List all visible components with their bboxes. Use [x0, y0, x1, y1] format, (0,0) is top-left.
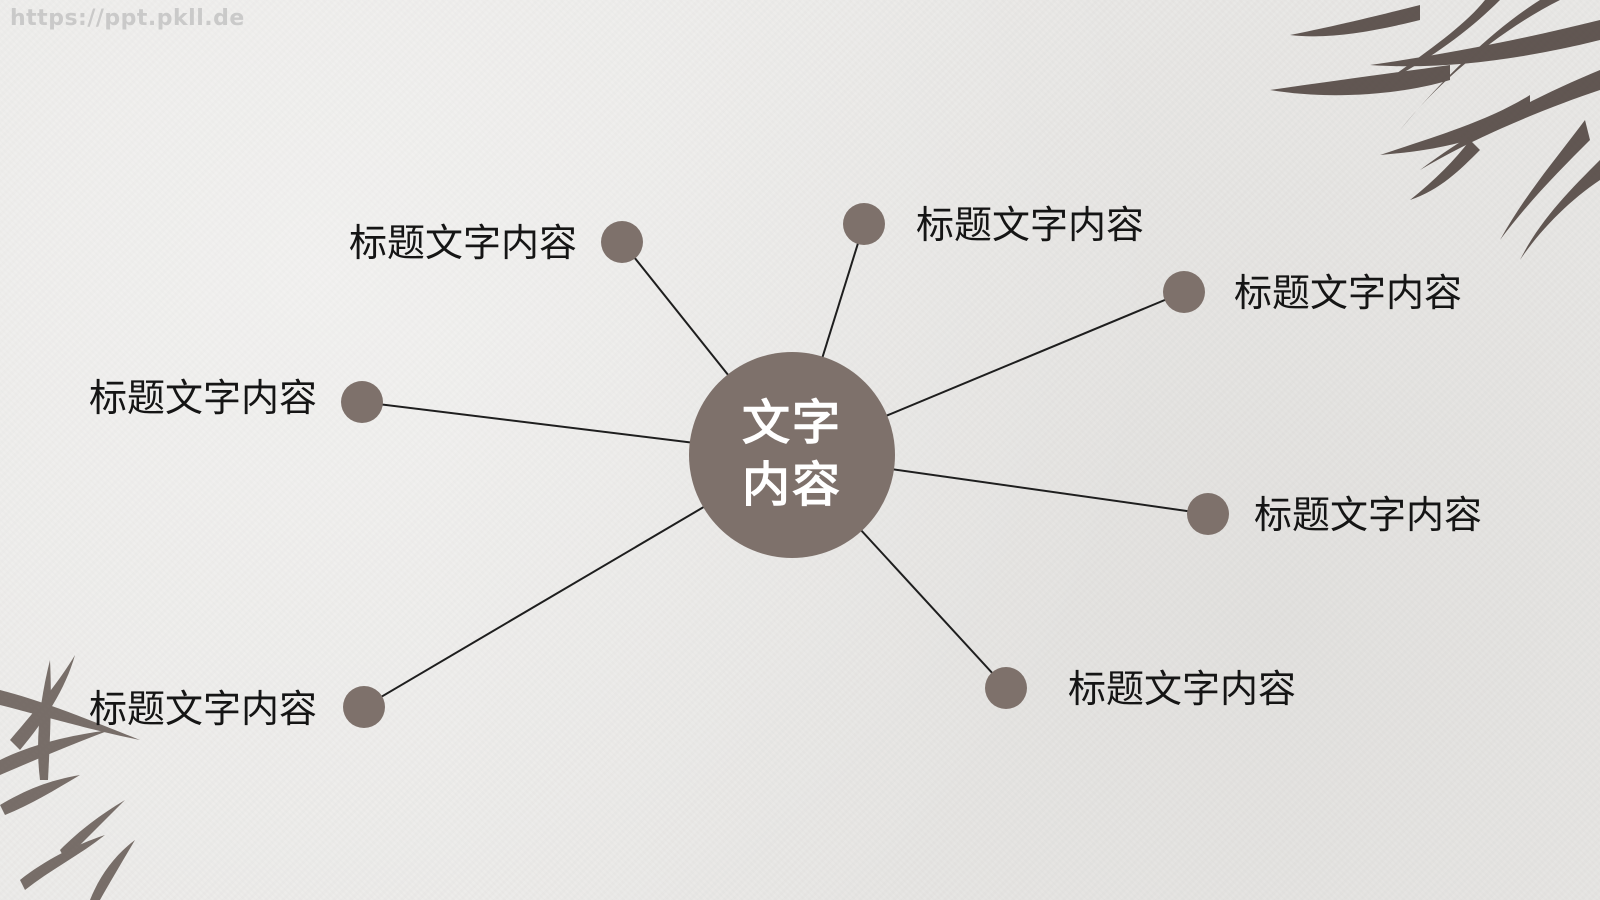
node-label-6: 标题文字内容	[88, 687, 317, 731]
node-dot-3	[1163, 271, 1205, 313]
node-dot-6	[343, 686, 385, 728]
bamboo-leaves-top-right	[1270, 0, 1600, 260]
bamboo-leaves-bottom-left	[0, 655, 140, 900]
center-label-line-2: 内容	[741, 457, 842, 513]
node-label-2: 标题文字内容	[916, 203, 1145, 247]
node-dot-7	[985, 667, 1027, 709]
node-dot-2	[843, 203, 885, 245]
watermark-url: https://ppt.pkll.de	[10, 6, 245, 31]
node-label-1: 标题文字内容	[348, 221, 577, 265]
node-dot-5	[1187, 493, 1229, 535]
node-dot-4	[341, 381, 383, 423]
center-label: 文字 内容	[690, 352, 894, 556]
node-dot-1	[601, 221, 643, 263]
center-circle	[689, 352, 895, 558]
node-label-5: 标题文字内容	[1254, 493, 1483, 537]
center-label-line-1: 文字	[741, 395, 842, 451]
node-label-4: 标题文字内容	[88, 376, 317, 420]
node-label-7: 标题文字内容	[1068, 667, 1297, 711]
node-dots	[341, 203, 1229, 728]
node-label-3: 标题文字内容	[1234, 271, 1463, 315]
